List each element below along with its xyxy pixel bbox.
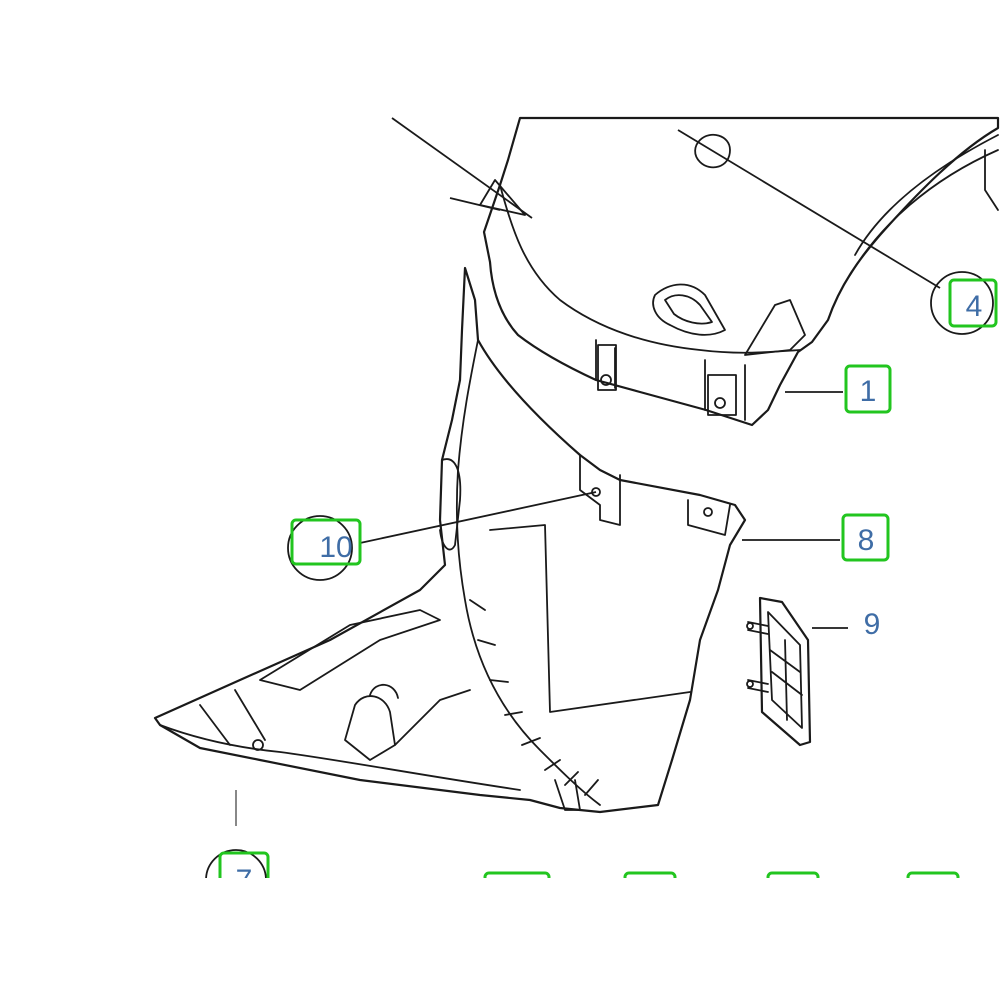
leader-line-top-short (449, 197, 501, 211)
callout-10-circle (287, 515, 353, 581)
callout-4-label: 4 (966, 290, 983, 323)
cropped-box-4 (906, 871, 960, 878)
callout-8: 8 (841, 513, 890, 562)
upper-cover-part (479, 116, 1000, 427)
callout-1: 1 (844, 364, 892, 414)
lower-liner-part (153, 266, 747, 814)
callout-10: 10 (287, 515, 362, 581)
leader-line-top (391, 117, 533, 219)
callout-4-circle (930, 271, 994, 335)
callout-1-label: 1 (860, 375, 877, 408)
callout-4: 4 (930, 271, 998, 335)
cropped-box-2 (623, 871, 677, 878)
cropped-box-1 (483, 871, 551, 878)
callout-7: 7 (205, 849, 270, 897)
callout-9-label: 9 (864, 608, 881, 641)
callout-8-label: 8 (858, 524, 875, 557)
callout-10-label: 10 (319, 531, 352, 564)
callout-7-label: 7 (236, 864, 253, 897)
leader-line-4 (677, 129, 941, 289)
leader-line-10 (359, 491, 597, 544)
cropped-callout-boxes (483, 871, 960, 878)
callout-8-box (841, 513, 890, 562)
callout-10-box (290, 518, 362, 566)
callout-4-box (948, 278, 998, 328)
leader-lines (235, 117, 941, 826)
callout-9: 9 (864, 608, 881, 641)
grille-part (746, 596, 812, 747)
callout-1-box (844, 364, 892, 414)
cropped-box-3 (766, 871, 820, 878)
